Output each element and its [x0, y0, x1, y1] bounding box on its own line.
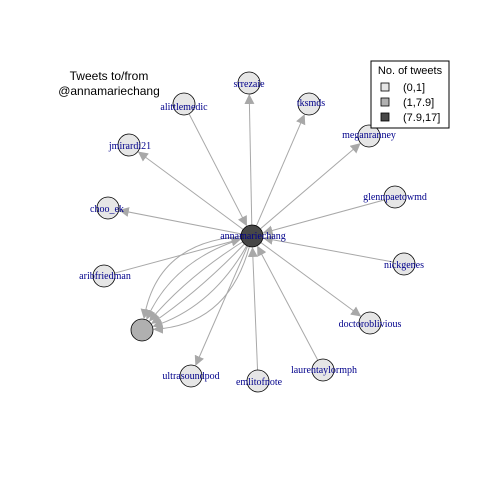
label-tksmds: tksmds — [297, 98, 325, 109]
edge-to-srrezaie — [244, 93, 255, 237]
label-alittlemedic: alittlemedic — [160, 102, 208, 113]
legend-title: No. of tweets — [378, 65, 443, 77]
edge-to-ultrasoundpod — [194, 235, 253, 366]
legend: No. of tweets (0,1] (1,7.9] (7.9,17] — [370, 60, 450, 129]
nodes — [92, 71, 416, 393]
edge-from-glennpaetowmd — [262, 196, 396, 236]
graph-title: Tweets to/from @annamariechang — [58, 69, 160, 98]
edge-multi-1 — [152, 235, 253, 329]
label-nickgenes: nickgenes — [384, 260, 424, 271]
edge-from-emlitofnote — [247, 246, 259, 382]
edge-multi-5 — [140, 235, 253, 320]
legend-swatch-7-9-17 — [380, 112, 390, 122]
node-nickgenes — [392, 252, 416, 276]
node-alittlemedic — [172, 92, 196, 116]
title-line-2: @annamariechang — [58, 84, 160, 98]
edges — [103, 93, 405, 382]
legend-label-7-9-17: (7.9,17] — [403, 112, 440, 124]
label-center: annamariechang — [220, 231, 286, 242]
node-lauren — [311, 358, 335, 382]
label-jmirardi21: jmirardi21 — [108, 141, 151, 152]
label-meganranney: meganranney — [342, 130, 396, 141]
edge-multi-0 — [152, 235, 253, 334]
node-glennpaetowmd — [383, 185, 407, 209]
label-ultrasoundpod: ultrasoundpod — [162, 371, 219, 382]
edge-to-doctoroblivious — [251, 235, 362, 317]
node-meganranney — [357, 124, 381, 148]
label-glennpaetowmd: glennpaetowmd — [363, 192, 427, 203]
edge-from-alittlemedic — [183, 103, 247, 227]
label-choo_ek: choo_ek — [90, 204, 124, 215]
label-srrezaie: srrezaie — [233, 79, 265, 90]
title-line-1: Tweets to/from — [70, 69, 149, 83]
node-jmirardi21 — [117, 133, 141, 157]
edge-from-lauren — [257, 245, 324, 371]
legend-label-0-1: (0,1] — [403, 82, 425, 94]
legend-swatch-1-7-9 — [380, 97, 390, 107]
edge-to-jmirardi21 — [137, 151, 253, 237]
node-aribfriedman — [92, 264, 116, 288]
label-emlitofnote: emlitofnote — [236, 377, 283, 388]
edge-from-nickgenes — [262, 234, 405, 265]
label-aribfriedman: aribfriedman — [79, 271, 131, 282]
node-doctoroblivious — [358, 311, 382, 335]
edge-to-choo_ek — [118, 207, 253, 237]
label-doctoroblivious: doctoroblivious — [339, 319, 402, 330]
edge-multi-2 — [151, 235, 253, 324]
node-unlabeled — [130, 318, 154, 342]
node-ultrasoundpod — [179, 364, 203, 388]
node-choo_ek — [96, 196, 120, 220]
edge-from-aribfriedman — [103, 236, 242, 277]
edge-multi-3 — [149, 235, 253, 322]
edge-to-tksmds — [251, 114, 306, 237]
legend-swatch-0-1 — [380, 82, 390, 92]
node-center — [240, 224, 264, 248]
node-labels: srrezaie tksmds alittlemedic meganranney jmi… — [79, 79, 427, 388]
legend-label-1-7-9: (1,7.9] — [403, 97, 434, 109]
label-lauren: laurentaylormph — [291, 365, 357, 376]
edge-to-meganranney — [251, 143, 361, 237]
edge-multi-4 — [145, 235, 253, 320]
node-emlitofnote — [246, 369, 270, 393]
node-srrezaie — [237, 71, 261, 95]
node-tksmds — [297, 92, 321, 116]
